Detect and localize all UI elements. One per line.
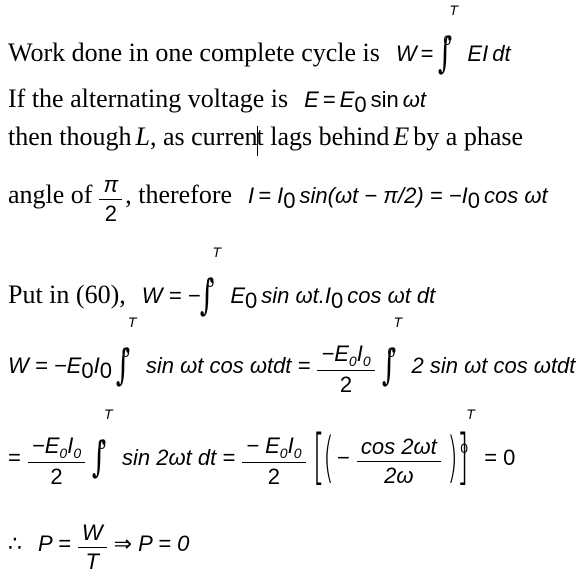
integrand: EI bbox=[467, 41, 489, 66]
equals-sign: = bbox=[420, 41, 434, 66]
line-phase-angle: angle of π 2 , therefore I = I0 sin(ωt −… bbox=[8, 172, 548, 227]
line-alternating-voltage: If the alternating voltage is E = E0 sin… bbox=[8, 84, 426, 118]
line-work-done: Work done in one complete cycle is W = ∫… bbox=[8, 2, 511, 77]
fraction: −E0I0 2 bbox=[27, 433, 86, 490]
integral-sign: ∫ bbox=[115, 340, 131, 389]
line-current-lags: then though L, as current lags behind E … bbox=[8, 122, 524, 157]
fraction: W T bbox=[77, 520, 107, 575]
text-cursor bbox=[256, 126, 258, 157]
right-paren: ) bbox=[446, 425, 458, 489]
formula-part: = I bbox=[258, 183, 284, 209]
as-current-text: , as curren bbox=[149, 122, 258, 151]
integral-sign: ∫ bbox=[437, 28, 452, 77]
integral-sign: ∫ bbox=[200, 270, 215, 319]
by-a-phase-text: by a phase bbox=[413, 122, 524, 151]
I-symbol: I bbox=[248, 183, 255, 209]
line-power: ∴ P = W T ⇒ P = 0 bbox=[8, 520, 190, 575]
fraction: − E0I0 2 bbox=[242, 433, 306, 490]
formula-sin: sin(ωt − π/2) = −I bbox=[299, 183, 468, 209]
angle-of-text: angle of bbox=[8, 180, 93, 210]
put-in-text: Put in (60), bbox=[8, 280, 126, 309]
dt: dt bbox=[492, 41, 511, 66]
left-paren: ( bbox=[323, 425, 334, 489]
integral-sign: ∫ bbox=[381, 340, 396, 389]
fraction: −E0I0 2 bbox=[317, 341, 375, 398]
formula-cos: cos ωt bbox=[483, 183, 548, 209]
L-symbol: L bbox=[135, 122, 150, 151]
pi-over-2: π 2 bbox=[99, 172, 123, 227]
then-though-text: then though bbox=[8, 122, 132, 151]
E-symbol: E bbox=[304, 87, 319, 112]
sin-fn: sin bbox=[370, 87, 399, 112]
E-symbol: E bbox=[393, 122, 410, 151]
equals-sign: = bbox=[322, 87, 336, 112]
omega-t: ωt bbox=[402, 87, 426, 112]
right-bracket: ] bbox=[456, 422, 469, 493]
fraction: cos 2ωt 2ω bbox=[356, 434, 441, 489]
integral-sign: ∫ bbox=[91, 432, 107, 481]
therefore-symbol: ∴ bbox=[8, 531, 22, 557]
subscript: 0 bbox=[354, 92, 367, 117]
left-bracket: [ bbox=[312, 422, 325, 493]
E0-symbol: E bbox=[339, 87, 355, 112]
work-symbol: W bbox=[395, 41, 417, 66]
work-done-text: Work done in one complete cycle is bbox=[8, 38, 380, 67]
lags-behind-text: t lags behind bbox=[256, 122, 390, 151]
therefore-text: , therefore bbox=[125, 180, 233, 210]
W-equals: W = − bbox=[141, 283, 201, 308]
voltage-text: If the alternating voltage is bbox=[8, 84, 289, 113]
